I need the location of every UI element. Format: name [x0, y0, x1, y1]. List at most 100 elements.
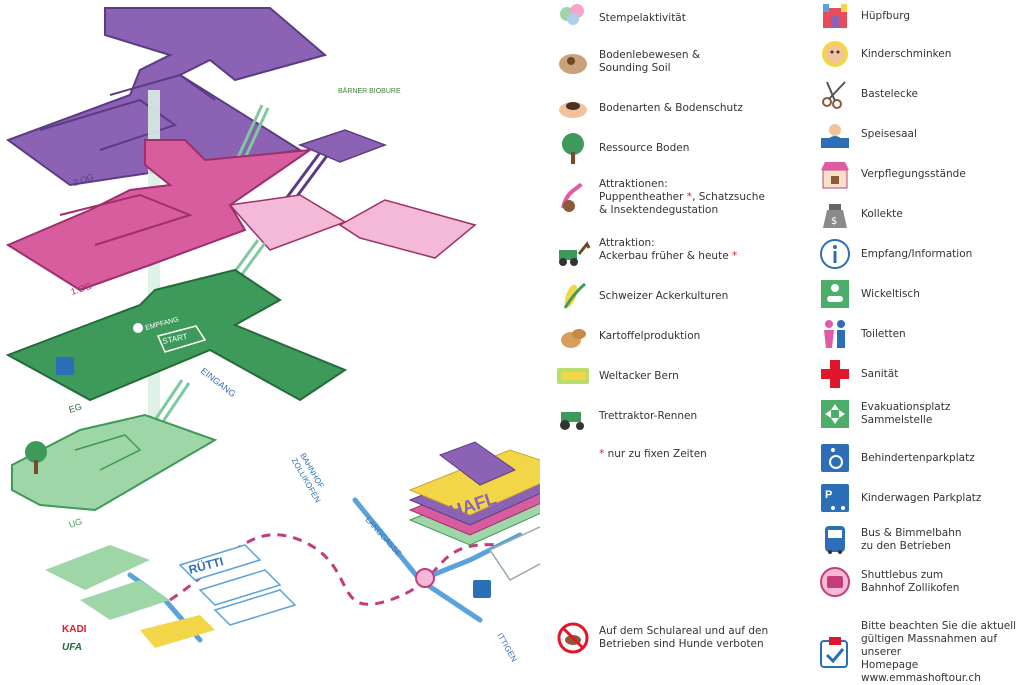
no-dogs-icon — [555, 620, 591, 656]
tractor-icon — [555, 398, 591, 434]
legend-item: Schweizer Ackerkulturen — [555, 278, 728, 314]
legend-label-text: Verpflegungsstände — [861, 167, 966, 180]
legend-item: Trettraktor-Rennen — [555, 398, 697, 434]
legend-label: Bodenarten & Bodenschutz — [599, 102, 743, 115]
stroller-parking-icon: P — [817, 480, 853, 516]
floor-label-ug: UG — [68, 516, 84, 530]
legend-label: Bodenlebewesen & Sounding Soil — [599, 49, 700, 75]
legend-label-text: Kollekte — [861, 207, 903, 220]
hafl-building[interactable]: HAFL — [408, 441, 540, 581]
ittigen-label: ITTIGEN — [495, 632, 519, 664]
legend-item: Hüpfburg — [817, 0, 910, 34]
legend-label: Empfang/Information — [861, 248, 972, 261]
ruetti-buildings[interactable] — [178, 544, 297, 626]
kadi-logo: KADI — [62, 624, 87, 635]
accessible-parking-icon — [473, 580, 491, 598]
legend-label: Bus & Bimmelbahn zu den Betrieben — [861, 527, 962, 553]
legend-label-text: Auf dem Schulareal und auf den Betrieben… — [599, 625, 769, 650]
first-aid-icon — [817, 356, 853, 392]
legend-item: Evakuationsplatz Sammelstelle — [817, 396, 950, 432]
legend-item: Verpflegungsstände — [817, 156, 966, 192]
legend-label-text: Wickeltisch — [861, 287, 920, 300]
star-marker: * — [599, 447, 605, 460]
weltacker-field — [140, 615, 215, 648]
legend-item: $ Kollekte — [817, 196, 903, 232]
bahnhof-label: BAHNHOFZOLLIKOFEN — [290, 452, 331, 505]
star-note-icon — [555, 436, 591, 472]
ufa-logo: UFA — [62, 642, 82, 653]
dining-icon — [817, 116, 853, 152]
legend-label: * nur zu fixen Zeiten — [599, 448, 707, 461]
corn-icon — [555, 278, 591, 314]
legend-label: Weltacker Bern — [599, 370, 679, 383]
legend-label: Speisesaal — [861, 128, 917, 141]
legend-item: * nur zu fixen Zeiten — [555, 436, 707, 472]
legend-item: Sanität — [817, 356, 898, 392]
legend-label-text: Bitte beachten Sie die aktuell gültigen … — [861, 620, 1017, 684]
legend-label: Evakuationsplatz Sammelstelle — [861, 401, 950, 427]
legend-label: Trettraktor-Rennen — [599, 410, 697, 423]
legend-label-text: Ressource Boden — [599, 141, 690, 154]
legend-label: Hüpfburg — [861, 10, 910, 23]
legend-label: Kinderwagen Parkplatz — [861, 492, 981, 505]
legend-item: Speisesaal — [817, 116, 917, 152]
legend-label-text: Hüpfburg — [861, 9, 911, 22]
baby-change-icon — [817, 276, 853, 312]
accessible-parking-icon — [817, 440, 853, 476]
legend-label: Attraktionen: Puppentheather *, Schatzsu… — [599, 178, 765, 217]
legend-label-text: Trettraktor-Rennen — [599, 409, 698, 422]
bus-icon — [817, 522, 853, 558]
legend-label: Wickeltisch — [861, 288, 920, 301]
legend-label: Stempelaktivität — [599, 12, 686, 25]
legend-item: Attraktionen: Puppentheather *, Schatzsu… — [555, 178, 765, 217]
legend-item: Bastelecke — [817, 76, 918, 112]
legend-label-text: Kinderschminken — [861, 47, 952, 60]
legend-item: Weltacker Bern — [555, 358, 679, 394]
legend-label-text: Attraktionen: Puppentheather — [599, 178, 684, 203]
info-icon — [133, 323, 143, 333]
legend-item: P Kinderwagen Parkplatz — [817, 480, 981, 516]
floor-ug[interactable]: UG — [11, 413, 218, 530]
legend-label: Kartoffelproduktion — [599, 330, 700, 343]
legend-label-text: nur zu fixen Zeiten — [604, 447, 707, 460]
barner-bio-bure-logo: BÄRNER BIOBURE — [338, 87, 401, 95]
legend-item: Bus & Bimmelbahn zu den Betrieben — [817, 522, 962, 558]
stroller-parking-icon — [56, 357, 74, 375]
money-bag-icon: $ — [817, 196, 853, 232]
floor-1og[interactable]: 1.OG — [5, 139, 477, 297]
legend-label: Toiletten — [861, 328, 906, 341]
legend-label: Kinderschminken — [861, 48, 951, 61]
legend-label: Kollekte — [861, 208, 903, 221]
legend-item: Stempelaktivität — [555, 0, 686, 36]
legend-label-text: Bodenlebewesen & Sounding Soil — [599, 49, 701, 74]
legend-label-text: Empfang/Information — [861, 247, 973, 260]
info-icon — [817, 236, 853, 272]
soil-hand-icon — [555, 90, 591, 126]
legend-label: Auf dem Schulareal und auf den Betrieben… — [599, 625, 768, 651]
legend-label: Shuttlebus zum Bahnhof Zollikofen — [861, 569, 959, 595]
bouncy-castle-icon — [817, 0, 853, 34]
legend-label-text: Speisesaal — [861, 127, 917, 140]
legend-item: Bodenarten & Bodenschutz — [555, 90, 743, 126]
star-marker: * — [683, 191, 693, 203]
stairs-eg — [153, 379, 191, 424]
legend-label: Ressource Boden — [599, 142, 689, 155]
legend-label: Behindertenparkplatz — [861, 452, 975, 465]
legend-label-text: Stempelaktivität — [599, 11, 686, 24]
soil-creature-icon — [555, 44, 591, 80]
legend-label-text: Kartoffelproduktion — [599, 329, 701, 342]
legend-label-text: Evakuationsplatz Sammelstelle — [861, 401, 951, 426]
worm-icon — [555, 180, 591, 216]
weltacker-icon — [555, 358, 591, 394]
legend-label-text: Weltacker Bern — [599, 369, 679, 382]
legend-label-text: Toiletten — [861, 327, 906, 340]
legend-label-text: Schweizer Ackerkulturen — [599, 289, 729, 302]
legend-label: Verpflegungsstände — [861, 168, 966, 181]
legend-label-text: Sanität — [861, 367, 899, 380]
legend-label-text-after: , Schatzsuche & Insektendegustation — [599, 191, 765, 216]
campus-map: 2.OG 1.OG START EMPFANG EG EINGANG U — [5, 7, 540, 664]
legend-label-text: Bodenarten & Bodenschutz — [599, 101, 743, 114]
food-stand-icon — [817, 156, 853, 192]
floor-eg[interactable]: START EMPFANG EG — [5, 268, 348, 415]
balloons-icon — [555, 0, 591, 36]
